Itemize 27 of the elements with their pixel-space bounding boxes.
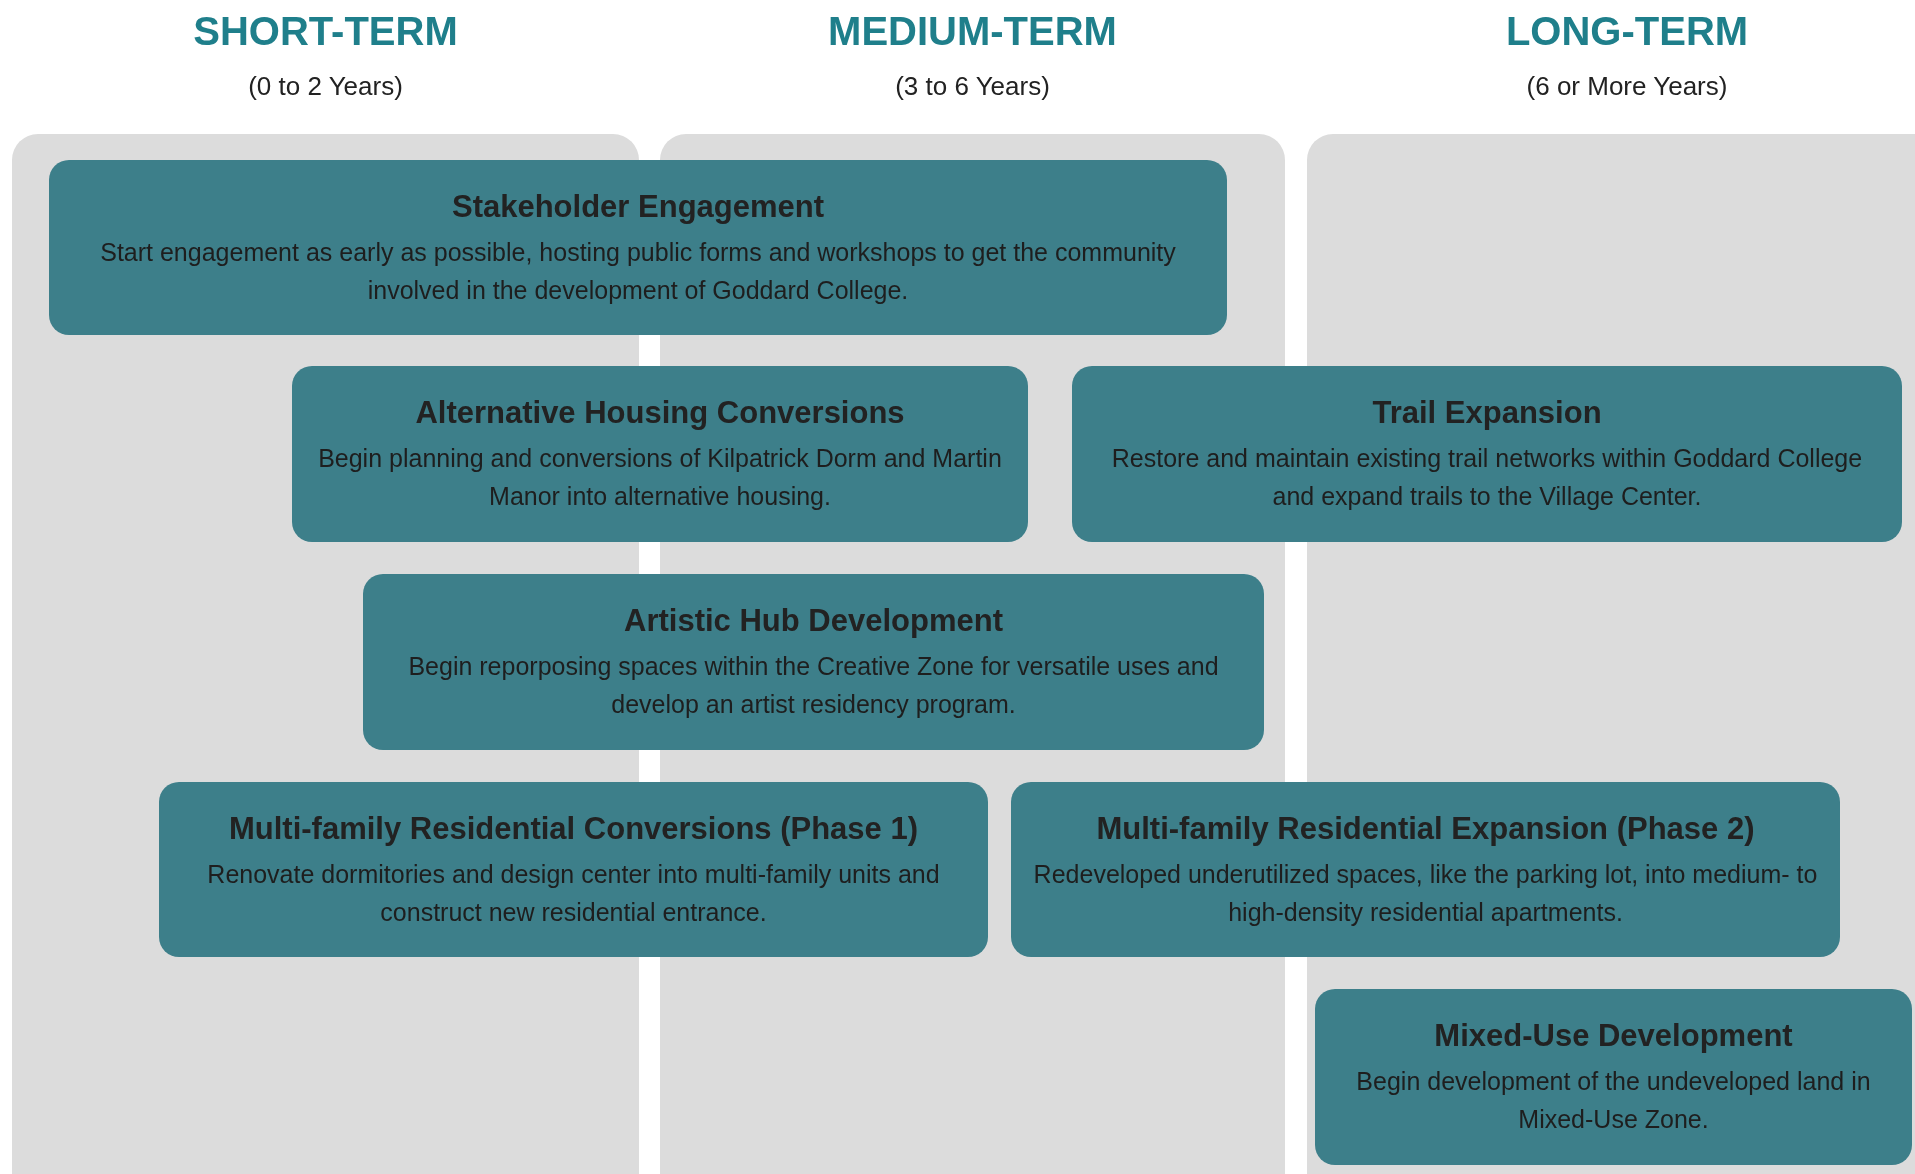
card-title: Trail Expansion xyxy=(1372,394,1602,432)
card-description: Begin development of the undeveloped land in Mixed-Use Zone. xyxy=(1355,1066,1872,1135)
column-heading: MEDIUM-TERM xyxy=(828,8,1117,55)
card-title: Stakeholder Engagement xyxy=(451,187,825,226)
card-title: Artistic Hub Development xyxy=(624,602,1003,640)
card-title: Mixed-Use Development xyxy=(1434,1017,1793,1055)
card-description: Start engagement as early as possible, hosting public forms and workshops to get the community involved in the development of Goddard College. xyxy=(99,236,1177,306)
column-heading: SHORT-TERM xyxy=(193,8,458,55)
card-description: Redeveloped underutilized spaces, like the parking lot, into medium- to high-density residential apartments. xyxy=(1032,858,1819,928)
task-card xyxy=(1011,782,1840,957)
task-card xyxy=(159,782,988,957)
card-description: Begin reporposing spaces within the Creative Zone for versatile uses and develop an artist residency program. xyxy=(407,651,1220,720)
task-card xyxy=(1072,366,1902,542)
card-title: Alternative Housing Conversions xyxy=(415,394,905,432)
time-range: (6 or More Years) xyxy=(1526,70,1728,103)
card-title: Multi-family Residential Expansion (Phase 2) xyxy=(1096,809,1755,848)
task-card xyxy=(292,366,1028,542)
column-heading: LONG-TERM xyxy=(1505,8,1749,55)
card-description: Restore and maintain existing trail networks within Goddard College and expand trails to the Village Center. xyxy=(1110,443,1864,512)
card-title: Multi-family Residential Conversions (Phase 1) xyxy=(228,809,919,848)
time-range: (3 to 6 Years) xyxy=(895,70,1050,103)
task-card xyxy=(363,574,1264,750)
card-description: Begin planning and conversions of Kilpatrick Dorm and Martin Manor into alternative housing. xyxy=(317,443,1003,512)
card-description: Renovate dormitories and design center into multi-family units and construct new residential entrance. xyxy=(206,858,941,928)
task-card xyxy=(49,160,1227,335)
task-card xyxy=(1315,989,1912,1165)
time-range: (0 to 2 Years) xyxy=(248,70,403,103)
